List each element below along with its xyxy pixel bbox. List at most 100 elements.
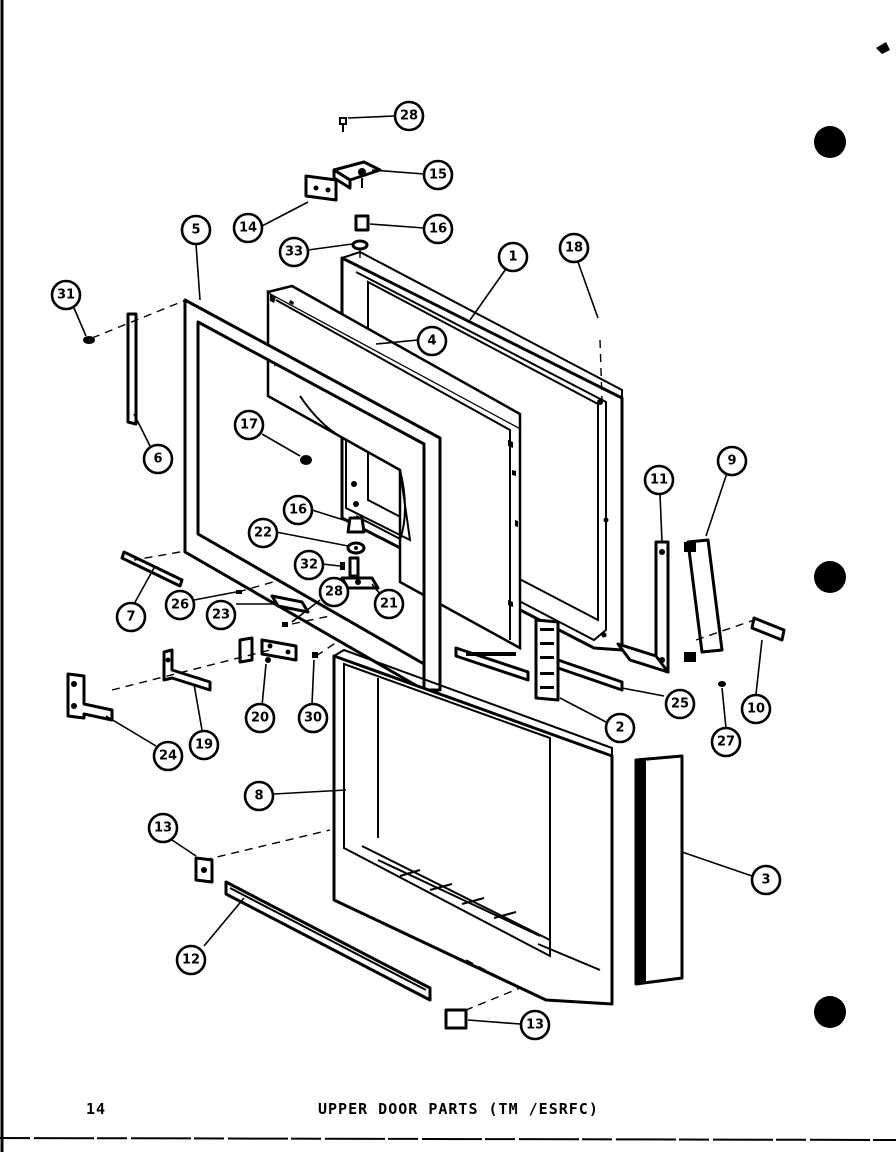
callout-label: 7 [126,610,135,625]
hinge-bracket-19 [162,648,212,692]
binder-hole-middle [814,561,846,593]
hinge-plate-14 [304,174,338,202]
callout-label: 19 [195,738,213,753]
hinge-cover-23 [270,594,310,614]
callout-label: 2 [615,721,624,736]
hinge-bracket-24 [66,672,114,722]
callout-label: 8 [254,789,263,804]
callout-15: 15 [422,159,454,191]
callout-17: 17 [233,409,265,441]
callout-1: 1 [497,241,529,273]
callout-5: 5 [180,214,212,246]
callout-label: 17 [240,418,258,433]
side-trim-6 [126,312,138,426]
callout-label: 30 [304,711,322,726]
outer-door-panel-8 [332,648,614,1006]
screw-17 [300,455,312,465]
callout-19: 19 [188,729,220,761]
bushing-16-top [354,214,370,232]
callout-26: 26 [164,589,196,621]
callout-label: 25 [671,697,689,712]
callout-label: 14 [239,221,257,236]
callout-13-left: 13 [147,812,179,844]
washer-33 [351,239,369,251]
bottom-trim-12 [224,880,432,1002]
callout-30: 30 [297,702,329,734]
door-gasket-5 [183,298,442,692]
callout-label: 23 [212,608,230,623]
callout-label: 16 [429,222,447,237]
callout-label: 6 [153,452,162,467]
end-cap-10 [750,616,786,642]
callout-label: 5 [191,223,200,238]
screw-27 [718,681,726,687]
callout-12: 12 [175,944,207,976]
callout-label: 28 [400,109,418,124]
callout-label: 24 [159,749,177,764]
callout-label: 1 [508,250,517,265]
callout-2: 2 [604,712,636,744]
callout-27: 27 [710,726,742,758]
page-number: 14 [86,1100,107,1118]
callout-28-top: 28 [393,100,425,132]
callout-9: 9 [716,445,748,477]
scan-smudge [876,42,890,54]
callout-22: 22 [247,517,279,549]
callout-14: 14 [232,212,264,244]
washer-22 [346,541,366,555]
callout-18: 18 [558,232,590,264]
clip-13-left [194,856,214,884]
callout-label: 13 [154,821,172,836]
callout-16-top: 16 [422,213,454,245]
side-strip-3 [634,754,684,986]
callout-label: 9 [727,454,736,469]
callout-label: 22 [254,526,272,541]
callout-6-left: 6 [142,443,174,475]
binder-hole-top [814,126,846,158]
breaker-strip-25 [556,658,624,692]
alignment-lines [91,250,761,1011]
callout-label: 27 [717,735,735,750]
callout-label: 3 [761,873,770,888]
callout-4: 4 [416,325,448,357]
callout-16-mid: 16 [282,494,314,526]
callout-23: 23 [205,599,237,631]
callout-3: 3 [750,864,782,896]
callout-20: 20 [244,702,276,734]
breaker-strip-2 [454,618,560,702]
callout-label: 21 [380,597,398,612]
callout-11: 11 [643,464,675,496]
callout-label: 10 [747,702,765,717]
callout-label: 26 [171,598,189,613]
clip-13-right [444,1008,468,1030]
callout-25: 25 [664,688,696,720]
callout-label: 28 [325,585,343,600]
callout-label: 18 [565,241,583,256]
callout-32: 32 [293,549,325,581]
handle-9 [684,538,724,662]
callout-21: 21 [373,588,405,620]
pin-32 [340,556,360,578]
callout-33: 33 [278,236,310,268]
trim-piece-7 [120,550,184,588]
bushing-16-mid [346,516,366,534]
callout-label: 12 [182,953,200,968]
top-hinge-15 [332,160,382,190]
screw-30 [312,652,318,658]
callout-label: 4 [427,334,436,349]
callout-28-mid: 28 [318,576,350,608]
callout-10: 10 [740,693,772,725]
callout-label: 33 [285,245,303,260]
callout-label: 31 [57,288,75,303]
screw-28-mid [282,622,288,627]
callout-label: 13 [526,1018,544,1033]
callout-label: 11 [650,473,668,488]
callout-label: 16 [289,503,307,518]
callout-label: 32 [300,558,318,573]
page-caption: UPPER DOOR PARTS (TM /ESRFC) [318,1100,599,1118]
top-screw-28 [339,117,347,132]
callout-13-right: 13 [519,1009,551,1041]
binder-hole-bottom [814,996,846,1028]
scan-edge-bottom [0,1137,896,1141]
